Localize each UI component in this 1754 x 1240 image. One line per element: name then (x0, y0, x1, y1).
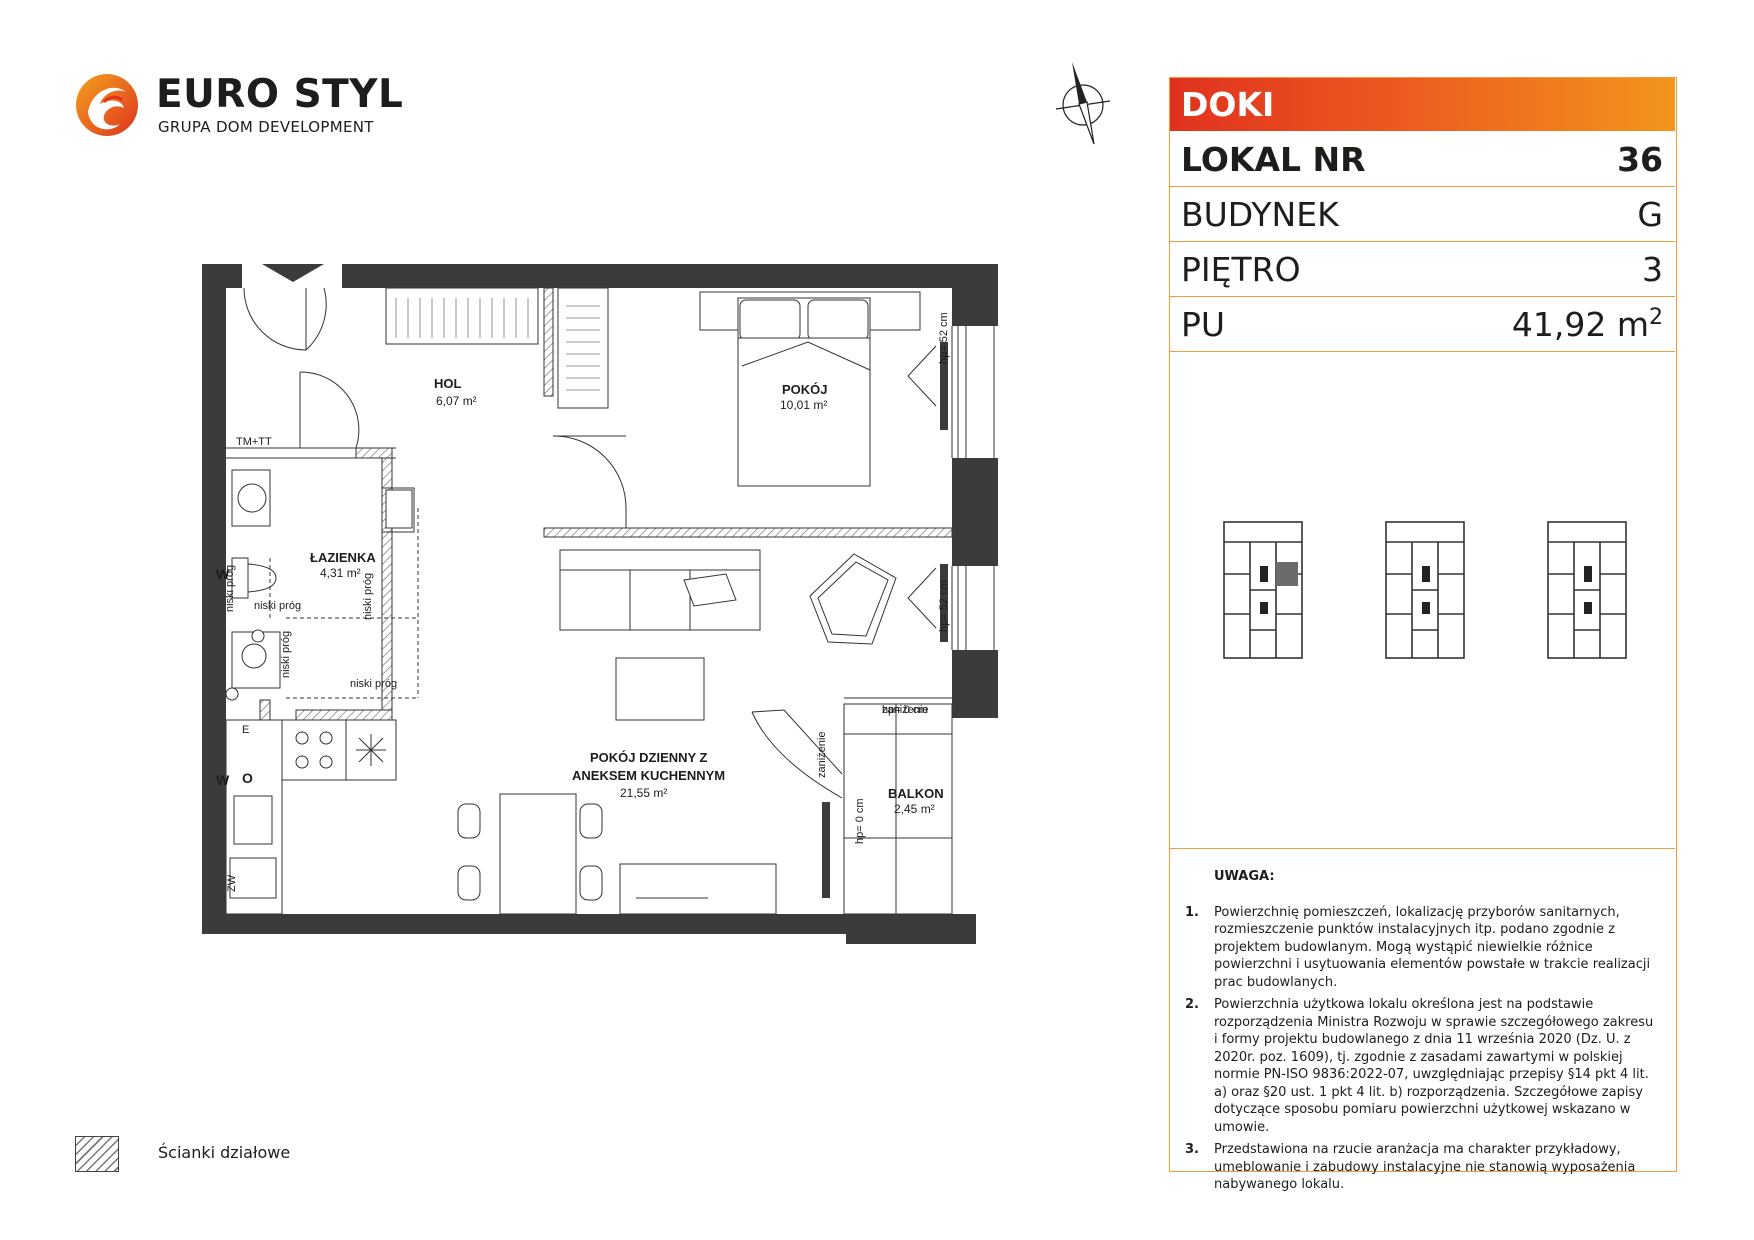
logo-mark-icon (76, 74, 138, 136)
legend-label: Ścianki działowe (158, 1143, 291, 1162)
notes-title: UWAGA: (1214, 869, 1275, 884)
room-name-pokoj: POKÓJ (782, 382, 828, 397)
info-row-budynek: BUDYNEK G (1170, 186, 1675, 242)
key-plan-1 (1223, 521, 1303, 659)
note-number: 2. (1185, 997, 1199, 1012)
note-item: 2. Powierzchnia użytkowa lokalu określon… (1185, 996, 1655, 1136)
note-number: 3. (1185, 1142, 1199, 1157)
note-text: Powierzchnia użytkowa lokalu określona j… (1214, 997, 1654, 1135)
info-label-pu: PU (1181, 305, 1226, 344)
room-area-living: 21,55 m² (620, 786, 668, 800)
water-riser-label-2: W (216, 772, 230, 788)
brand-subtitle: GRUPA DOM DEVELOPMENT (158, 118, 374, 136)
info-row-pu: PU 41,92 m2 (1170, 296, 1675, 352)
brand-logo: EURO STYL GRUPA DOM DEVELOPMENT (74, 70, 403, 140)
zanizenie-note-side: zaniżenie (816, 731, 828, 778)
info-value-pietro: 3 (1642, 250, 1663, 289)
info-panel: DOKI LOKAL NR 36 BUDYNEK G PIĘTRO 3 PU 4… (1169, 77, 1677, 1192)
room-area-pokoj: 10,01 m² (780, 398, 828, 412)
panel-divider (1170, 848, 1675, 849)
key-plan-3 (1547, 521, 1627, 659)
note-item: 3. Przedstawiona na rzucie aranżacja ma … (1185, 1141, 1655, 1194)
info-label-lokal: LOKAL NR (1181, 140, 1366, 179)
hp52-note-lower: hp= 52 cm (938, 580, 950, 632)
note-item: 1. Powierzchnię pomieszczeń, lokalizację… (1185, 904, 1655, 992)
info-value-budynek: G (1637, 195, 1663, 234)
info-label-budynek: BUDYNEK (1181, 195, 1339, 234)
info-value-pu: 41,92 m2 (1511, 305, 1663, 344)
panel-header: DOKI (1170, 78, 1675, 131)
room-area-hol: 6,07 m² (436, 394, 477, 408)
niski-prog-note-2: niski próg (350, 678, 398, 690)
zanizenie-note-top: zaniżenie (882, 704, 929, 716)
info-value-lokal: 36 (1617, 140, 1663, 179)
tm-tt-note: TM+TT (236, 436, 272, 448)
note-text: Przedstawiona na rzucie aranżacja ma cha… (1214, 1142, 1636, 1192)
o-label: O (242, 770, 253, 786)
niski-prog-note-4: niski próg (280, 630, 292, 678)
brand-name: EURO STYL (156, 72, 404, 117)
project-name: DOKI (1181, 85, 1275, 124)
niski-prog-note-3: niski próg (362, 572, 374, 620)
niski-prog-note-1: niski próg (254, 600, 302, 612)
note-number: 1. (1185, 904, 1199, 920)
key-plan-2 (1385, 521, 1465, 659)
partition-wall-legend-swatch (75, 1136, 119, 1172)
room-name-hol: HOL (434, 376, 462, 391)
notes-section: UWAGA: 1. Powierzchnię pomieszczeń, loka… (1185, 868, 1655, 1199)
note-text: Powierzchnię pomieszczeń, lokalizację pr… (1214, 904, 1651, 990)
room-name-lazienka: ŁAZIENKA (310, 550, 376, 565)
hp0-note-side: hp= 0 cm (854, 798, 866, 844)
hp0-note-top: hp= 0 cm (882, 704, 928, 716)
room-area-lazienka: 4,31 m² (320, 566, 361, 580)
info-row-pietro: PIĘTRO 3 (1170, 241, 1675, 297)
water-riser-label-1: W (216, 566, 230, 582)
room-name-balkon: BALKON (888, 786, 944, 801)
zw-label: ZW (226, 874, 238, 892)
hp52-note-upper: hp= 52 cm (938, 312, 950, 364)
info-row-lokal: LOKAL NR 36 (1170, 131, 1675, 187)
north-arrow-icon (1055, 62, 1111, 145)
room-name-living-line1: POKÓJ DZIENNY Z (590, 750, 708, 765)
floor-plan-drawing (202, 264, 998, 944)
room-area-balkon: 2,45 m² (894, 802, 935, 816)
floor-plan: HOL 6,07 m² POKÓJ 10,01 m² ŁAZIENKA 4,31… (196, 258, 1006, 958)
e-label: E (242, 724, 250, 736)
room-name-living-line2: ANEKSEM KUCHENNYM (572, 768, 726, 783)
info-label-pietro: PIĘTRO (1181, 250, 1301, 289)
